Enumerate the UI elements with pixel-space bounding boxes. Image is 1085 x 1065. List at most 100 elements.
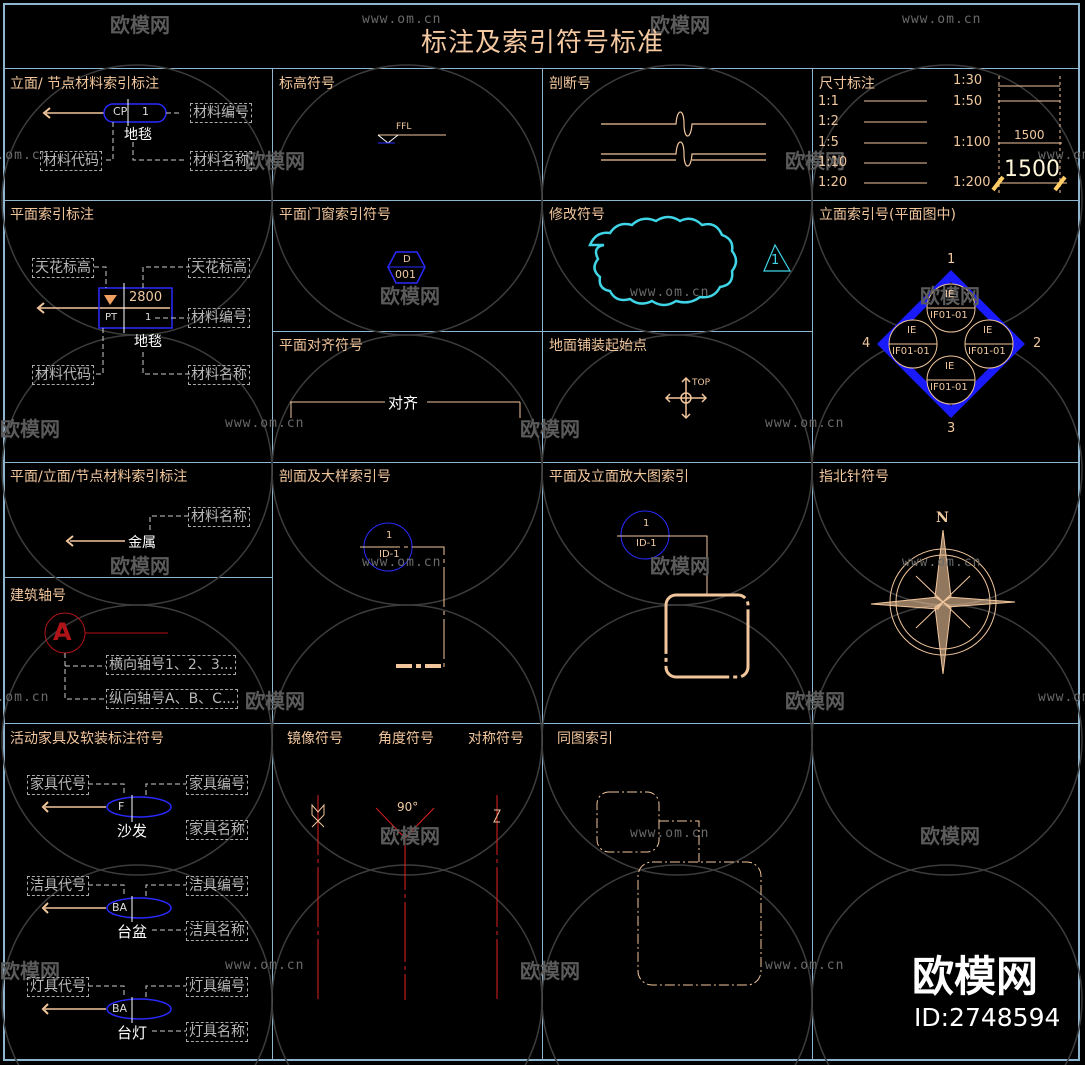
box-sanitary-code: 洁具代号 xyxy=(27,876,89,896)
label-level: 标高符号 xyxy=(279,76,335,92)
plan-num: 1 xyxy=(145,312,152,323)
watermark-logo: 欧模网 xyxy=(785,149,845,173)
box-material-code: 材料代码 xyxy=(40,151,102,171)
watermark-logo: 欧模网 xyxy=(785,689,845,713)
sanitary-code: BA xyxy=(112,901,128,914)
drawing-frame xyxy=(3,3,1080,1061)
watermark-logo: 欧模网 xyxy=(650,13,710,37)
dimension-lines xyxy=(864,76,1067,195)
watermark-url: www.om.cn xyxy=(0,690,50,705)
dim-value-small: 1500 xyxy=(1014,128,1045,142)
plan-code: PT xyxy=(105,312,118,323)
elev-circle-bottom: IF01-01 xyxy=(930,382,968,393)
watermark-url: www.om.cn xyxy=(225,416,305,431)
watermark-logo: 欧模网 xyxy=(110,13,170,37)
align-text: 对齐 xyxy=(388,394,419,412)
box-furniture-code: 家具代号 xyxy=(27,775,89,795)
watermark-circles xyxy=(1,64,1083,1065)
elev-num-1: 1 xyxy=(947,252,956,267)
scale-label: 1:1 xyxy=(818,94,839,109)
enlarge-bottom: ID-1 xyxy=(636,538,657,549)
scale-label: 1:2 xyxy=(818,114,839,129)
box-lamp-code: 灯具代号 xyxy=(27,977,89,997)
watermark-id: ID:2748594 xyxy=(914,1003,1061,1032)
scale-label: 1:50 xyxy=(953,94,983,109)
label-mirror: 镜像符号 xyxy=(287,731,343,747)
elev-num-3: 3 xyxy=(947,421,956,436)
elev-num-4: 4 xyxy=(862,336,871,351)
box-ceiling-left: 天花标高 xyxy=(32,258,94,278)
watermark-logo: 欧模网 xyxy=(0,959,60,983)
material-num: 1 xyxy=(142,105,149,118)
box-ceiling-right: 天花标高 xyxy=(188,258,250,278)
label-break: 剖断号 xyxy=(549,76,591,92)
label-dimension: 尺寸标注 xyxy=(819,76,875,92)
box-lamp-number: 灯具编号 xyxy=(186,977,248,997)
symmetry-icon xyxy=(493,809,501,823)
elev-circle-top: IE xyxy=(907,325,917,336)
level-symbol xyxy=(377,134,446,144)
enlarge-top: 1 xyxy=(643,518,650,529)
watermark-url: www.om.cn xyxy=(630,826,710,841)
floor-start-text: TOP xyxy=(692,378,711,388)
watermark-logo: 欧模网 xyxy=(920,824,980,848)
box-axis-horizontal: 横向轴号1、2、3... xyxy=(106,655,237,675)
watermark-logo: 欧模网 xyxy=(520,959,580,983)
box-axis-vertical: 纵向轴号A、B、C... xyxy=(106,689,239,709)
label-axis: 建筑轴号 xyxy=(10,588,66,604)
angle-value: 90° xyxy=(397,800,419,814)
break-symbol xyxy=(601,111,766,167)
watermark-url: www.om.cn xyxy=(362,555,442,570)
scale-label: 1:30 xyxy=(953,73,983,88)
box-material-name: 材料名称 xyxy=(188,507,250,527)
watermark-url: www.om.cn xyxy=(1038,148,1085,163)
watermark-logo: 欧模网 xyxy=(380,284,440,308)
watermark-logo: 欧模网 xyxy=(110,554,170,578)
box-lamp-name: 灯具名称 xyxy=(186,1022,248,1042)
lamp-code: BA xyxy=(112,1002,128,1015)
label-same-index: 同图索引 xyxy=(557,731,613,747)
plan-index-symbol xyxy=(36,266,190,375)
mirror-icon xyxy=(311,803,325,828)
label-all-material: 平面/立面/节点材料索引标注 xyxy=(10,469,188,485)
box-material-name: 材料名称 xyxy=(188,365,250,385)
box-material-name: 材料名称 xyxy=(190,151,252,171)
watermark-url: www.om.cn xyxy=(225,958,305,973)
compass-icon xyxy=(870,529,1016,675)
north-letter: N xyxy=(936,510,949,526)
plan-name: 地毯 xyxy=(134,334,162,350)
label-north: 指北针符号 xyxy=(819,469,889,485)
label-enlarge: 平面及立面放大图索引 xyxy=(549,469,689,485)
big-watermark-logo: 欧模网 xyxy=(912,952,1039,1001)
scale-label: 1:100 xyxy=(953,135,991,150)
grid-line xyxy=(272,68,273,1061)
label-door-index: 平面门窗索引符号 xyxy=(279,207,391,223)
elev-circle-top: IE xyxy=(945,361,955,372)
watermark-url: www.om.cn xyxy=(765,958,845,973)
watermark-url: www.om.cn xyxy=(0,148,50,163)
material-name: 地毯 xyxy=(124,127,152,143)
elevation-diamond xyxy=(877,270,1025,418)
watermark-logo: 欧模网 xyxy=(920,284,980,308)
material-code: CP xyxy=(113,105,128,118)
elev-circle-top: IE xyxy=(983,325,993,336)
watermark-logo: 欧模网 xyxy=(650,554,710,578)
same-index-symbol xyxy=(596,791,762,986)
door-bottom: 001 xyxy=(395,268,416,281)
label-furniture: 活动家具及软装标注符号 xyxy=(10,731,164,747)
watermark-url: www.om.cn xyxy=(1038,690,1085,705)
scale-label: 1:10 xyxy=(818,155,848,170)
watermark-logo: 欧模网 xyxy=(245,689,305,713)
watermark-url: www.om.cn xyxy=(902,555,982,570)
watermark-logo: 欧模网 xyxy=(245,149,305,173)
floor-start-icon xyxy=(664,376,708,420)
watermark-url: www.om.cn xyxy=(765,416,845,431)
section-bottom: ID-1 xyxy=(379,549,400,560)
grid-line xyxy=(3,68,1080,69)
furniture-symbols xyxy=(41,783,186,1032)
metal-text: 金属 xyxy=(128,535,156,551)
box-material-number: 材料编号 xyxy=(190,103,252,123)
box-material-code: 材料代码 xyxy=(32,365,94,385)
door-top: D xyxy=(403,254,411,265)
revision-cloud xyxy=(588,215,738,307)
